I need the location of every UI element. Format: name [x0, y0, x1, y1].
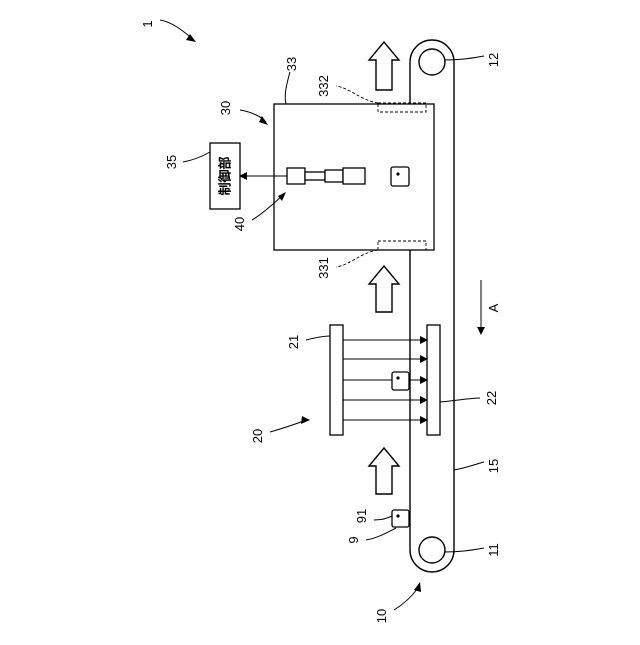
leader-91: [374, 516, 392, 520]
label-15: 15: [486, 459, 501, 473]
irradiation-unit: [330, 325, 440, 435]
reflector-panel: [427, 325, 440, 435]
label-30: 30: [218, 101, 233, 115]
label-35: 35: [164, 155, 179, 169]
leader-20-arrowhead: [301, 416, 310, 424]
roller-top: [419, 49, 445, 75]
camera-lens-mid: [325, 170, 343, 182]
label-10: 10: [374, 609, 389, 623]
direction-label: A: [486, 303, 501, 312]
object-under-irradiation: [392, 372, 409, 390]
object-in-chamber: [391, 167, 409, 186]
label-11: 11: [486, 543, 501, 557]
object-on-belt: [392, 510, 409, 527]
leader-33: [285, 72, 290, 104]
system-number: 1: [140, 20, 155, 27]
leader-35: [183, 152, 210, 162]
leader-21: [306, 336, 330, 340]
label-22: 22: [484, 391, 499, 405]
label-91: 91: [354, 509, 369, 523]
camera-lens-front: [343, 168, 365, 184]
controller-text: 制御部: [218, 156, 233, 195]
leader-9: [366, 528, 396, 540]
leader-10: [394, 588, 418, 610]
leader-22: [440, 398, 480, 402]
label-21: 21: [286, 335, 301, 349]
label-20: 20: [250, 429, 265, 443]
system-label: 1: [140, 20, 196, 42]
leader-15: [454, 462, 484, 470]
flow-arrow-top: [369, 42, 399, 90]
label-33: 33: [284, 57, 299, 71]
object-9: [392, 510, 409, 527]
direction-indicator: A: [481, 280, 501, 334]
sensor-bottom-leader: [336, 250, 378, 267]
leader-11: [444, 548, 484, 552]
roller-bottom: [419, 537, 445, 563]
controller: 制御部: [210, 143, 240, 209]
object-9-mark: [396, 514, 399, 517]
label-332: 332: [316, 75, 331, 97]
leader-20: [270, 420, 306, 432]
object-under-irradiation-mark: [396, 376, 399, 379]
label-331: 331: [316, 257, 331, 279]
camera-body-left: [287, 168, 305, 184]
flow-arrow-bottom: [369, 448, 399, 494]
flow-arrow-middle: [369, 266, 399, 312]
inspection-unit: [240, 86, 434, 267]
sensor-top-leader: [336, 86, 378, 103]
leader-12: [444, 56, 484, 60]
object-in-chamber-mark: [396, 172, 399, 175]
camera-coupler: [305, 172, 325, 180]
label-12: 12: [486, 53, 501, 67]
label-9: 9: [346, 536, 361, 543]
leader-10-arrowhead: [414, 582, 421, 592]
label-40: 40: [232, 217, 247, 231]
irradiator-panel: [330, 325, 343, 435]
